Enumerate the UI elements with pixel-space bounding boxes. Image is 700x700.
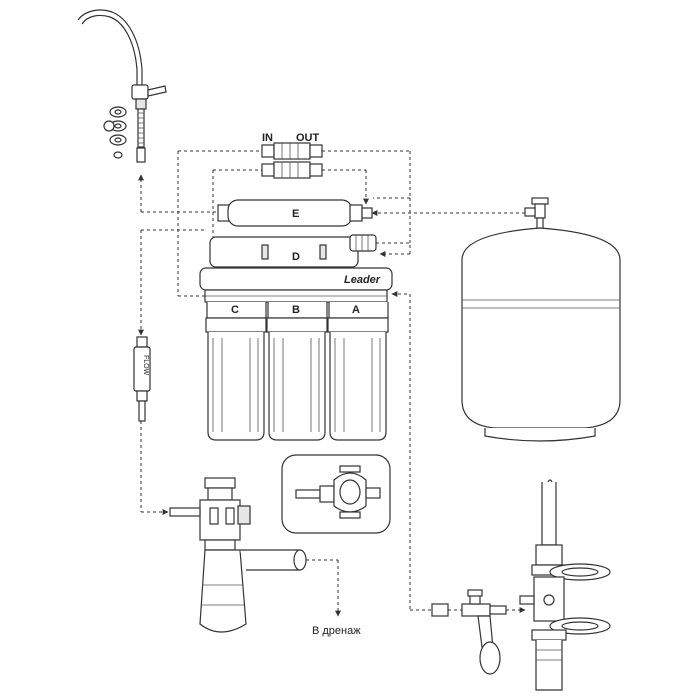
canister-a-label: A [352,304,360,316]
canister-a [327,302,389,441]
flow-restrictor [133,336,151,422]
storage-tank [461,227,621,442]
filter-d [209,234,377,268]
out-label: OUT [296,132,320,144]
faucet-icon [77,9,167,163]
water-supply-adapter [519,479,611,691]
flow-label: FLOW [142,355,149,376]
filter-d-label: D [292,251,300,263]
drain-siphon [169,477,307,633]
inlet-valve-icon [431,589,526,675]
tee-valve-icon [361,207,373,219]
drain-label: В дренаж [312,625,361,637]
inline-membrane-icon [261,142,323,179]
canister-c [205,302,267,441]
canister-b-label: B [292,304,300,316]
faucet-washers-icon [103,106,127,159]
brand-logo-text: Leader [344,274,381,286]
canister-b [266,302,328,441]
canister-c-label: C [231,304,239,316]
drain-clamp-detail [281,454,391,534]
filter-e-label: E [292,208,299,220]
housing-header [199,267,393,303]
filter-e [217,199,363,227]
in-label: IN [262,132,273,144]
tank-valve-icon [524,197,549,235]
